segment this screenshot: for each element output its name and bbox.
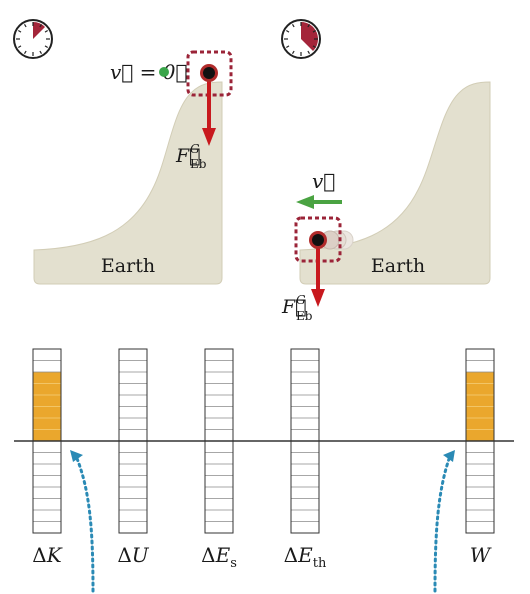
bar-label-sub: s: [230, 556, 237, 571]
bar-label: W: [470, 543, 492, 567]
force-label: F⃗: [281, 296, 307, 318]
dotted-transfer-arrow: [74, 454, 95, 593]
zero-velocity-dot: [159, 67, 169, 77]
force-label-sup: G: [190, 142, 200, 156]
left-panel: Earth v⃗ = 0⃗ F⃗ G Eb: [13, 19, 233, 285]
force-label-sub: Eb: [190, 157, 207, 171]
bar-label-symbol: Δ: [201, 543, 215, 567]
object: [312, 234, 324, 246]
bar-label-main: E: [297, 543, 313, 567]
gravity-force-arrowhead: [311, 289, 325, 307]
object: [203, 67, 215, 79]
bar-label-main: K: [46, 543, 63, 567]
energy-bar: ΔEth: [284, 348, 327, 571]
force-label-sup: G: [296, 293, 306, 307]
velocity-label: v⃗: [312, 169, 335, 193]
bar-label-sub: th: [313, 556, 327, 571]
energy-bar: ΔEs: [201, 348, 237, 571]
timer-icon: [281, 19, 321, 59]
timer-sector: [301, 22, 318, 52]
right-panel: Earth v⃗ F⃗ G Eb: [281, 19, 491, 323]
bar-label: ΔEs: [201, 543, 237, 571]
earth-label: Earth: [101, 255, 155, 277]
bar-label: ΔEth: [284, 543, 327, 571]
dotted-transfer-arrow: [433, 454, 452, 593]
bar-label-symbol: Δ: [117, 543, 131, 567]
energy-bar: W: [465, 348, 495, 567]
dotted-transfer-arrowhead: [443, 450, 455, 462]
velocity-arrowhead: [296, 195, 314, 209]
earth-label: Earth: [371, 255, 425, 277]
earth-terrain: [299, 81, 491, 285]
bar-label-main: E: [215, 543, 231, 567]
timer-sector: [33, 22, 46, 39]
bar-label-symbol: Δ: [32, 543, 46, 567]
earth-terrain: [33, 81, 223, 285]
force-label: F⃗: [175, 145, 201, 167]
bar-label-main: U: [132, 543, 150, 567]
bar-label: ΔU: [117, 543, 149, 567]
force-label-sub: Eb: [296, 309, 313, 323]
bar-label-symbol: Δ: [284, 543, 298, 567]
bar-label-main: W: [470, 543, 492, 567]
dotted-transfer-arrowhead: [70, 450, 83, 462]
bar-label: ΔK: [32, 543, 62, 567]
selection-box: [186, 50, 233, 97]
timer-icon: [13, 19, 53, 59]
velocity-zero-label: v⃗ = 0⃗: [110, 60, 188, 84]
energy-bar: ΔK: [32, 348, 63, 567]
energy-bar: ΔU: [117, 348, 150, 567]
gravity-force-arrowhead: [202, 128, 216, 146]
